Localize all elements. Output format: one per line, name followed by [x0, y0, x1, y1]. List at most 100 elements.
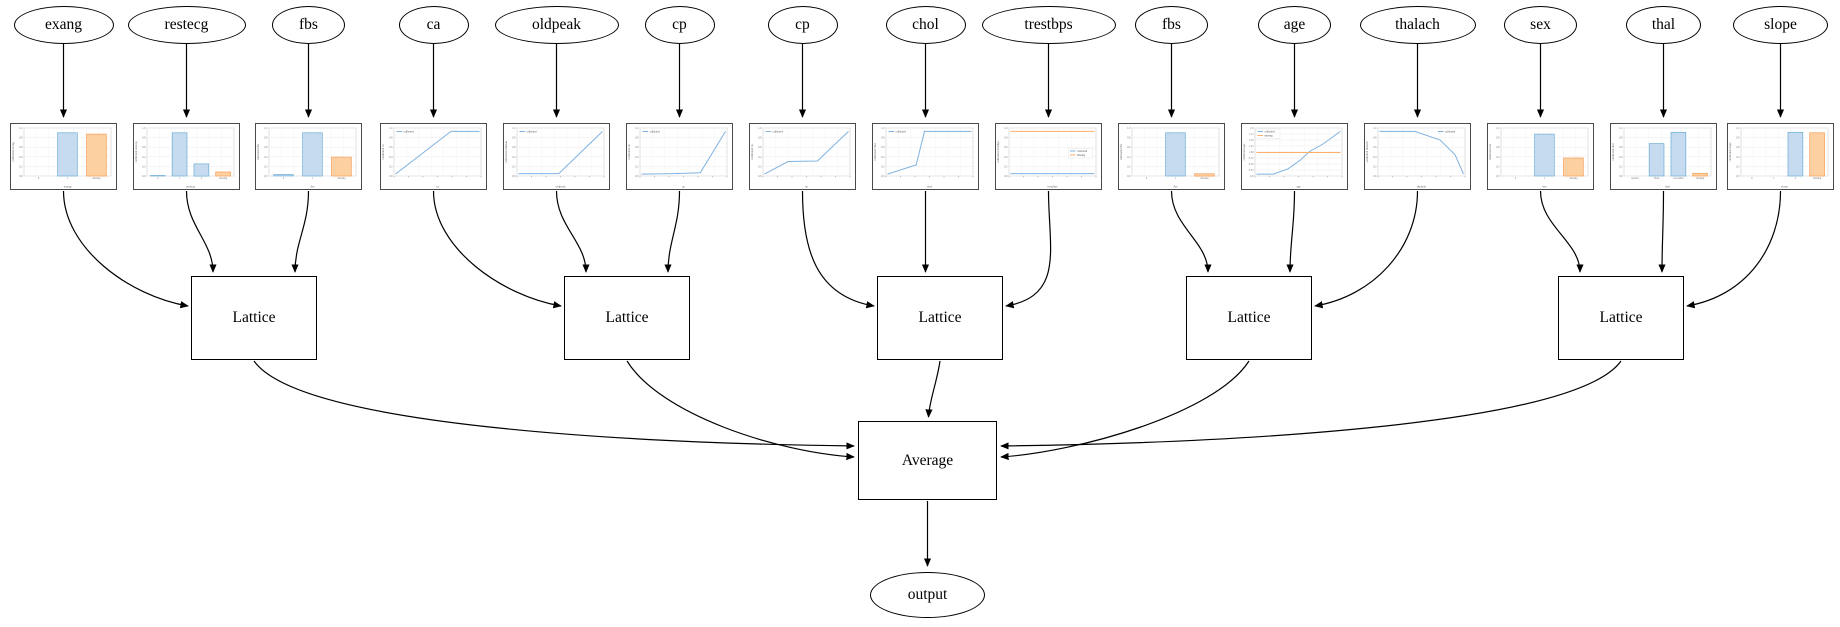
lattice-node-4: Lattice — [1558, 276, 1684, 360]
input-node-oldpeak-4-label: oldpeak — [531, 16, 582, 33]
svg-text:calibrated thal: calibrated thal — [1611, 143, 1615, 160]
svg-text:1.0: 1.0 — [264, 127, 268, 130]
svg-text:fbs: fbs — [311, 185, 316, 189]
input-node-ca-3: ca — [398, 6, 469, 44]
input-node-cp-5-label: cp — [672, 16, 687, 33]
input-node-sex-12: sex — [1504, 6, 1577, 44]
svg-text:0.2: 0.2 — [758, 165, 762, 168]
svg-text:0.4: 0.4 — [758, 156, 762, 159]
svg-text:0.2: 0.2 — [1373, 165, 1377, 168]
input-node-thalach-11: thalach — [1359, 6, 1476, 44]
input-node-cp-6-label: cp — [795, 16, 810, 33]
input-node-thal-13: thal — [1626, 6, 1701, 44]
input-node-cp-5: cp — [644, 6, 715, 44]
input-node-fbs-9-label: fbs — [1162, 16, 1181, 33]
svg-text:1.0: 1.0 — [1373, 127, 1377, 130]
svg-text:0.6: 0.6 — [512, 146, 516, 149]
svg-text:calibrated: calibrated — [1265, 131, 1276, 134]
svg-text:0.0: 0.0 — [1619, 175, 1623, 178]
input-node-trestbps-8-label: trestbps — [1024, 16, 1073, 33]
lattice-node-3-label: Lattice — [1227, 309, 1271, 326]
svg-text:calibrated fbs: calibrated fbs — [256, 143, 260, 160]
svg-text:0.50: 0.50 — [1249, 163, 1254, 166]
svg-text:0.8: 0.8 — [19, 137, 23, 140]
svg-text:calibrated age: calibrated age — [1242, 143, 1246, 160]
svg-text:0.6: 0.6 — [881, 146, 885, 149]
svg-text:ca: ca — [436, 185, 439, 189]
svg-text:0.2: 0.2 — [264, 165, 268, 168]
svg-text:1.0: 1.0 — [1127, 127, 1131, 130]
svg-text:0.2: 0.2 — [635, 165, 639, 168]
svg-text:calibrated restecg: calibrated restecg — [134, 141, 138, 163]
svg-text:1.0: 1.0 — [1619, 127, 1623, 130]
svg-text:0.6: 0.6 — [758, 146, 762, 149]
svg-text:0.4: 0.4 — [1496, 156, 1500, 159]
svg-text:2.0: 2.0 — [1250, 127, 1254, 130]
svg-text:0.2: 0.2 — [1619, 165, 1623, 168]
svg-text:calibrated: calibrated — [650, 131, 661, 134]
svg-text:calibrated exang: calibrated exang — [11, 142, 15, 162]
svg-text:calibrated trestbps: calibrated trestbps — [996, 140, 1000, 163]
svg-text:0.6: 0.6 — [389, 146, 393, 149]
svg-text:0.0: 0.0 — [1373, 175, 1377, 178]
svg-text:0.0: 0.0 — [635, 175, 639, 178]
svg-text:0.2: 0.2 — [881, 165, 885, 168]
svg-text:missing: missing — [1696, 177, 1705, 180]
svg-text:1.0: 1.0 — [1496, 127, 1500, 130]
svg-text:0.8: 0.8 — [635, 137, 639, 140]
lattice-node-0-label: Lattice — [232, 309, 276, 326]
svg-text:1.0: 1.0 — [142, 127, 146, 130]
input-node-exang-0: exang — [13, 6, 114, 44]
input-node-sex-12-label: sex — [1530, 16, 1551, 33]
svg-text:calibrated: calibrated — [896, 131, 907, 134]
input-node-cp-6: cp — [767, 6, 838, 44]
lattice-node-1: Lattice — [564, 276, 690, 360]
input-node-restecg-1-label: restecg — [164, 16, 209, 33]
svg-text:0: 0 — [38, 177, 40, 180]
input-node-fbs-2-label: fbs — [299, 16, 318, 33]
svg-text:0.2: 0.2 — [1127, 165, 1131, 168]
svg-text:0.8: 0.8 — [1373, 137, 1377, 140]
svg-text:0.0: 0.0 — [758, 175, 762, 178]
svg-text:exang: exang — [64, 185, 72, 189]
svg-text:0.8: 0.8 — [264, 137, 268, 140]
svg-text:0.6: 0.6 — [1736, 146, 1740, 149]
svg-text:normal: normal — [1631, 177, 1639, 180]
svg-text:0.4: 0.4 — [264, 156, 268, 159]
svg-text:0.2: 0.2 — [1736, 165, 1740, 168]
svg-text:0.0: 0.0 — [1736, 175, 1740, 178]
svg-text:1: 1 — [1544, 177, 1546, 180]
svg-text:restecg: restecg — [186, 185, 195, 189]
svg-text:missing: missing — [1813, 177, 1822, 180]
lattice-node-1-label: Lattice — [605, 309, 649, 326]
input-node-trestbps-8: trestbps — [981, 6, 1116, 44]
svg-text:0.8: 0.8 — [1736, 137, 1740, 140]
svg-text:0.2: 0.2 — [1496, 165, 1500, 168]
svg-text:1.0: 1.0 — [1736, 127, 1740, 130]
svg-text:0.2: 0.2 — [389, 165, 393, 168]
svg-text:0.6: 0.6 — [1004, 146, 1008, 149]
svg-text:thalach: thalach — [1417, 185, 1427, 189]
svg-text:0.6: 0.6 — [635, 146, 639, 149]
svg-text:0.6: 0.6 — [1496, 146, 1500, 149]
svg-text:calibrated thalach: calibrated thalach — [1365, 141, 1369, 163]
svg-text:missing: missing — [1569, 177, 1578, 180]
svg-text:0.8: 0.8 — [1004, 137, 1008, 140]
svg-text:oldpeak: oldpeak — [555, 185, 565, 189]
input-node-slope-14: slope — [1733, 6, 1828, 44]
lattice-node-2: Lattice — [877, 276, 1003, 360]
input-node-thalach-11-label: thalach — [1395, 16, 1440, 33]
svg-text:0.6: 0.6 — [1619, 146, 1623, 149]
svg-text:0.8: 0.8 — [389, 137, 393, 140]
lattice-node-0: Lattice — [191, 276, 317, 360]
svg-text:1: 1 — [1773, 177, 1775, 180]
svg-text:1.75: 1.75 — [1249, 133, 1254, 136]
svg-text:0.4: 0.4 — [142, 156, 146, 159]
input-node-restecg-1: restecg — [127, 6, 246, 44]
